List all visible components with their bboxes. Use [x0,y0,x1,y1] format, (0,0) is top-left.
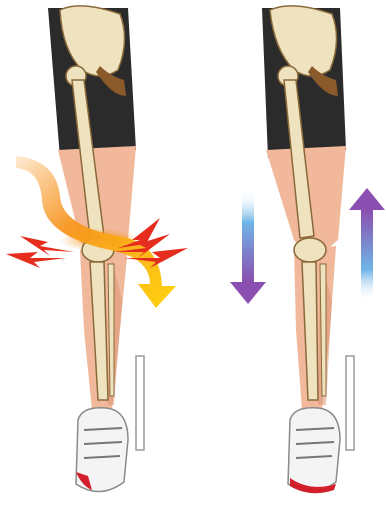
right-cycling-shoe [288,408,340,492]
right-leg-figure [262,6,354,493]
right-knee-joint [294,238,326,262]
up-arrow [349,188,385,302]
right-pedal [346,356,354,450]
left-pedal [136,356,144,450]
down-arrow [230,190,266,304]
